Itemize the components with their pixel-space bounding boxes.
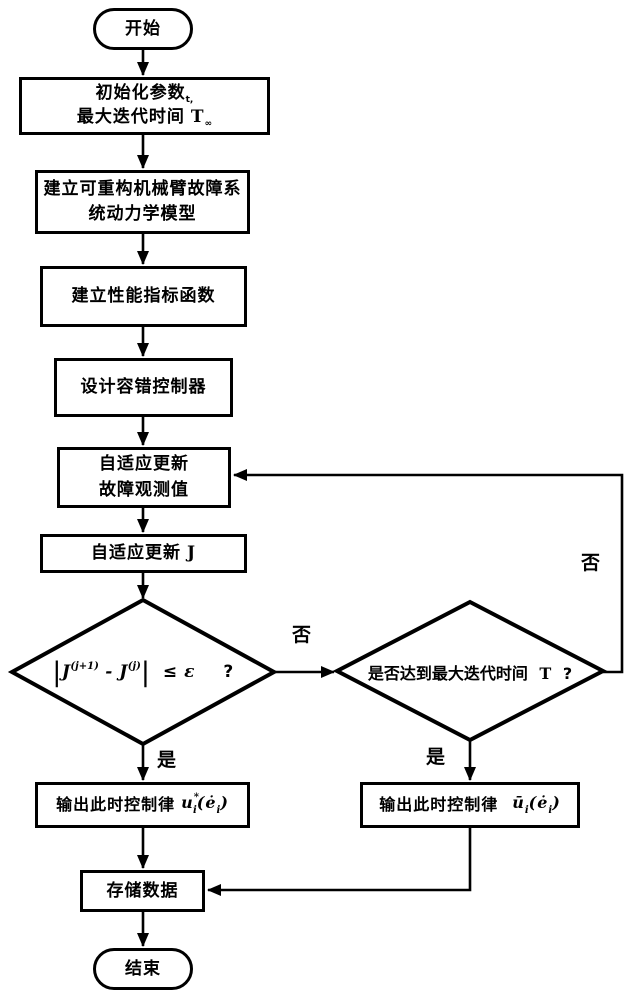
abs-bar-open: | <box>52 656 62 688</box>
observer-line1: 自适应更新 <box>99 454 189 474</box>
store-data-box: 存储数据 <box>80 870 205 912</box>
label-no-time: 否 <box>581 552 601 574</box>
model-line1: 建立可重构机械臂故障系 <box>43 178 242 199</box>
leq-sign: ≤ <box>162 661 178 682</box>
decision-converge-text: |J(j+1) - J(j)| ≤ ε ? <box>20 646 266 698</box>
current-control-symbol: ūi(ėi) <box>512 793 561 817</box>
label-no-converge: 否 <box>292 624 312 646</box>
time-check-formula: 是否达到最大迭代时间 T ? <box>367 663 573 683</box>
end-terminator: 结束 <box>93 948 193 990</box>
optimal-control-symbol: u*i(ėi) <box>181 792 229 817</box>
decision-time-diamond <box>332 599 608 743</box>
question-mark: ? <box>223 661 234 682</box>
start-terminator: 开始 <box>93 8 193 50</box>
performance-index-box: 建立性能指标函数 <box>40 266 247 327</box>
epsilon-symbol: ε <box>184 661 195 682</box>
model-line2: 统动力学模型 <box>88 204 197 224</box>
decision-converge-diamond <box>7 597 279 747</box>
design-controller-box: 设计容错控制器 <box>54 358 233 417</box>
label-yes-time: 是 <box>426 746 446 768</box>
edge-outright-store <box>207 828 472 896</box>
time-symbol: T <box>539 663 552 683</box>
observer-line2: 故障观测值 <box>99 479 189 500</box>
cost-function-symbol: J <box>186 543 197 564</box>
edge-time-no-feedback <box>233 469 624 674</box>
build-model-box: 建立可重构机械臂故障系 统动力学模型 <box>35 170 250 234</box>
question-mark: ? <box>562 663 573 683</box>
controller-label: 设计容错控制器 <box>80 377 207 398</box>
init-line1: 初始化参数t, <box>95 82 194 105</box>
label-yes-converge: 是 <box>157 749 177 771</box>
abs-bar-close: | <box>140 656 151 688</box>
store-label: 存储数据 <box>106 880 179 901</box>
update-j-label: 自适应更新 <box>90 543 181 564</box>
convergence-formula: |J(j+1) - J(j)| ≤ ε ? <box>52 656 234 688</box>
init-line1-subscript: t, <box>185 94 194 105</box>
observer-update-box: 自适应更新 故障观测值 <box>57 447 231 508</box>
max-iteration-time-subscript: ∞ <box>204 119 213 129</box>
performance-label: 建立性能指标函数 <box>71 286 216 307</box>
max-iteration-time-symbol: T <box>190 107 205 127</box>
start-label: 开始 <box>125 18 161 39</box>
minus-sign: - <box>105 661 113 682</box>
decision-time-text: 是否达到最大迭代时间 T ? <box>347 655 593 688</box>
end-label: 结束 <box>125 958 161 979</box>
